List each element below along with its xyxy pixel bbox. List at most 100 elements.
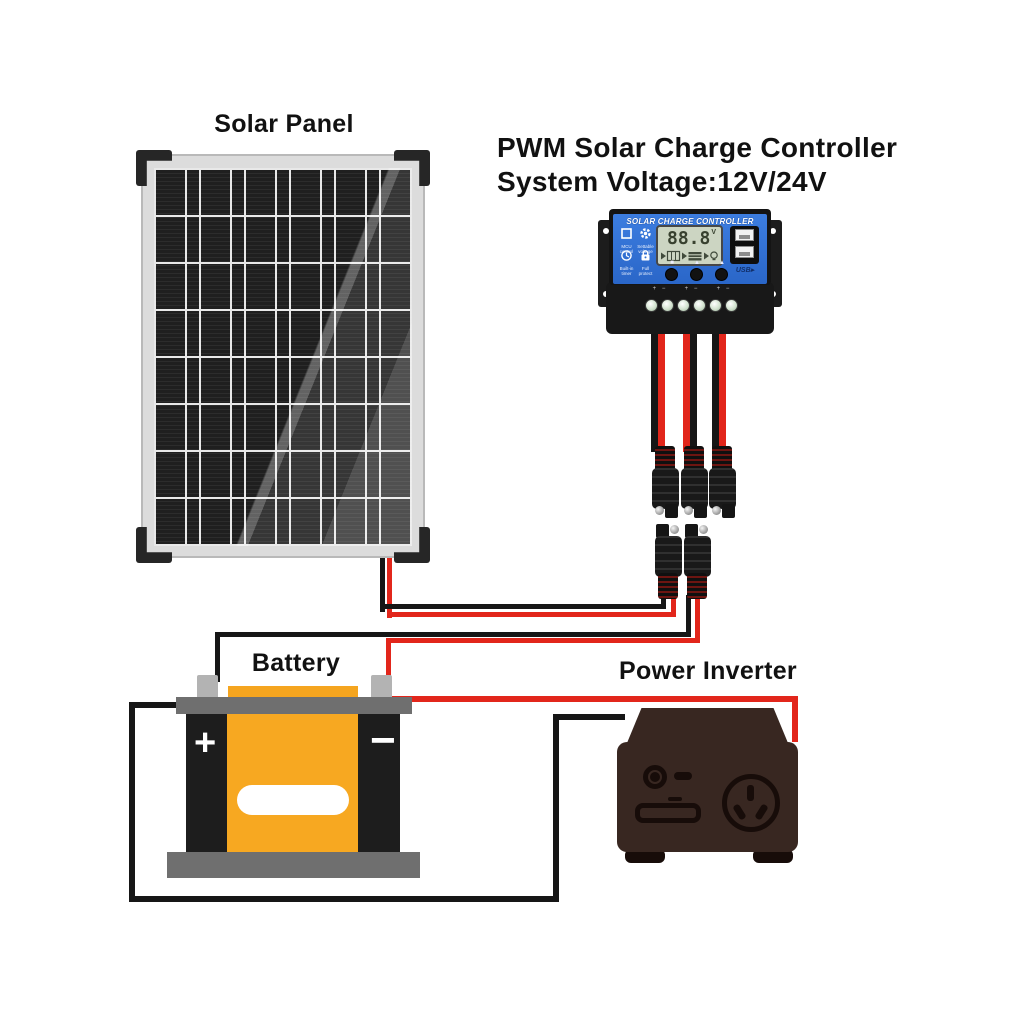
usb-logo-text: USB▸: [735, 267, 755, 274]
wire-battery-black-run: [215, 632, 691, 637]
feature-label: Built-in timer: [619, 266, 634, 276]
power-inverter: [617, 742, 798, 852]
wire-inverter-black-h2: [129, 896, 559, 902]
power-button-dot: [650, 772, 660, 782]
terminal-mark-solar: + −: [652, 286, 668, 292]
wire-connector5-black-down: [686, 595, 691, 637]
battery-terminal-post-negative: [371, 675, 392, 699]
wire-solar-red-run: [387, 612, 676, 617]
terminal-screw: [709, 299, 722, 312]
usb-tongue: [739, 252, 750, 256]
sae-connector-2: [681, 446, 708, 521]
cable2-black: [690, 330, 697, 452]
usb-port-icon: [735, 229, 754, 241]
wire-inverter-black-v2: [553, 714, 559, 902]
battery-minus-sign: −: [370, 716, 396, 765]
battery-handle: [237, 785, 349, 815]
mcu-icon: [621, 228, 632, 239]
sae-connector-4: [655, 523, 682, 599]
cable1-black: [651, 330, 658, 452]
wire-inverter-red-run: [386, 696, 798, 702]
controller-heading-line1: PWM Solar Charge Controller: [497, 132, 898, 163]
cable2-red: [683, 330, 690, 452]
usb-tongue: [739, 235, 750, 239]
solar-panel: [141, 154, 425, 558]
terminal-screw: [677, 299, 690, 312]
terminal-screw: [645, 299, 658, 312]
outlet-right-pin: [754, 803, 769, 821]
inverter-lid: [627, 708, 788, 743]
connector-tab: [685, 524, 698, 538]
wire-battery-minus-drop: [386, 638, 391, 690]
wire-connector5-red-down: [695, 595, 700, 643]
outlet-earth-pin: [747, 785, 754, 801]
sae-connector-3: [709, 446, 736, 521]
battery-base: [167, 852, 420, 878]
controller-heading-line2: System Voltage:12V/24V: [497, 166, 827, 197]
wire-solar-red-down: [387, 556, 392, 618]
lock-icon: [641, 250, 650, 261]
lcd-display: 88.8 V: [656, 225, 723, 266]
connector-pin: [670, 525, 679, 534]
battery-plus-sign: +: [194, 722, 217, 764]
connector-tab: [694, 504, 707, 518]
connector-tab: [665, 504, 678, 518]
cable3-red: [719, 330, 726, 452]
connector-tab: [722, 504, 735, 518]
wire-inverter-black-v1: [129, 702, 135, 902]
power-button-icon: [643, 765, 667, 789]
terminal-screw: [693, 299, 706, 312]
strain-relief: [712, 446, 732, 472]
solar-panel-title: Solar Panel: [214, 110, 354, 138]
lcd-voltage-value: 88.8: [667, 228, 711, 249]
sae-connector-1: [652, 446, 679, 521]
controller-button-menu: [665, 268, 678, 281]
strain-relief: [687, 573, 707, 599]
wire-solar-black-down: [380, 556, 385, 612]
strain-relief: [684, 446, 704, 472]
cable1-red: [658, 330, 665, 452]
battery-title: Battery: [251, 649, 341, 677]
controller-button-up: [690, 268, 703, 281]
switch-icon: [674, 772, 692, 780]
wire-connector4-black-stub: [661, 595, 666, 609]
power-inverter-title: Power Inverter: [619, 657, 797, 685]
usb-port-icon: [735, 246, 754, 258]
cable3-black: [712, 330, 719, 452]
ac-outlet-icon: [722, 774, 780, 832]
connector-body: [684, 536, 711, 577]
gear-icon: [640, 228, 651, 239]
feature-timer: Built-in timer: [618, 249, 635, 277]
auto-button-glyph: ▲: [719, 260, 725, 266]
solar-panel-glare: [154, 168, 412, 546]
wire-solar-black-run: [380, 604, 666, 609]
controller-button-auto: [715, 268, 728, 281]
terminal-screw: [661, 299, 674, 312]
solar-panel-cells: [154, 168, 412, 546]
feature-protect: Full protect: [637, 249, 654, 277]
wire-battery-red-run: [386, 638, 700, 643]
battery-body: + −: [186, 714, 400, 852]
connector-body: [681, 468, 708, 509]
connector-body: [652, 468, 679, 509]
feature-label: Full protect: [638, 266, 653, 276]
wire-inverter-black-h3: [553, 714, 625, 720]
connector-tab: [656, 524, 669, 538]
connector-pin: [699, 525, 708, 534]
mount-hole: [603, 228, 609, 234]
mount-hole: [770, 228, 776, 234]
terminal-mark-battery: + −: [684, 286, 700, 292]
sae-connector-5: [684, 523, 711, 599]
controller-terminal-block: [606, 282, 774, 334]
menu-button-glyph: ■: [670, 260, 674, 266]
battery-label-panel: [227, 714, 358, 852]
outlet-left-pin: [732, 803, 747, 821]
wire-inverter-black-h1: [129, 702, 204, 708]
connector-pin: [655, 506, 664, 515]
connector-body: [709, 468, 736, 509]
inverter-foot: [625, 849, 665, 863]
terminal-screw: [725, 299, 738, 312]
lcd-voltage-unit: V: [711, 229, 716, 236]
wire-connector4-red-stub: [671, 595, 676, 617]
